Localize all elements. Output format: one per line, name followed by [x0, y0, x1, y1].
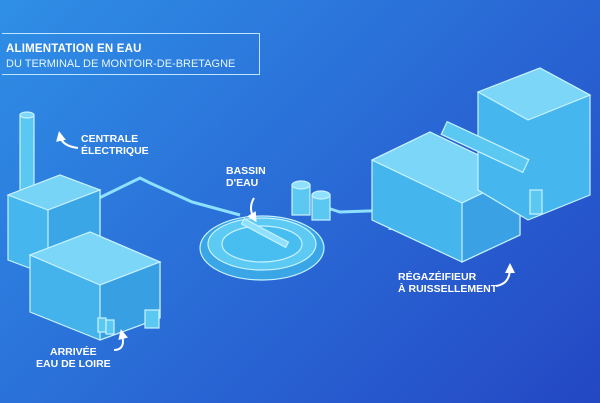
water-intake-label-line2: EAU DE LOIRE — [36, 358, 111, 370]
title-frame — [2, 33, 260, 75]
curved-arrow-icon — [247, 197, 257, 223]
diagram-title: ALIMENTATION EN EAU — [6, 43, 142, 55]
power-plant-label: CENTRALE ÉLECTRIQUE — [81, 133, 149, 157]
water-intake-label-line1: ARRIVÉE — [50, 346, 97, 358]
power-plant-label-line2: ÉLECTRIQUE — [81, 145, 149, 157]
water-basin — [199, 180, 331, 281]
power-plant-label-line1: CENTRALE — [81, 133, 139, 145]
water-basin-label-line1: BASSIN — [226, 165, 266, 177]
water-basin-label-line2: D'EAU — [226, 177, 259, 189]
water-intake-label: ARRIVÉE EAU DE LOIRE — [36, 346, 111, 370]
regasifier-label-line2: À RUISSELLEMENT — [398, 283, 498, 295]
curved-arrow-icon — [56, 131, 79, 149]
curved-arrow-icon — [495, 263, 515, 287]
regasifier-label-line1: RÉGAZÉIFIEUR — [398, 271, 477, 283]
regasifier — [370, 67, 592, 263]
curved-arrow-icon — [113, 329, 129, 351]
regasifier-label: RÉGAZÉIFIEUR À RUISSELLEMENT — [398, 271, 497, 295]
water-basin-label: BASSIN D'EAU — [226, 165, 266, 189]
diagram-subtitle: DU TERMINAL DE MONTOIR-DE-BRETAGNE — [6, 58, 236, 70]
power-plant — [6, 111, 162, 341]
